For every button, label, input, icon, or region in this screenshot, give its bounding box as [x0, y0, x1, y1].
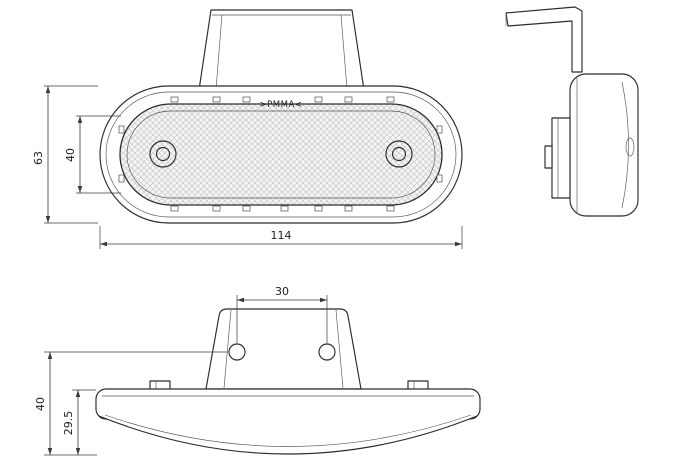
front-lens-area — [119, 103, 443, 206]
rim-clips — [118, 96, 443, 212]
bottom-lens-outline — [98, 415, 478, 455]
bottom-bracket — [205, 308, 362, 390]
side-lens-detail — [625, 137, 635, 157]
front-inner-outline — [105, 91, 457, 218]
dim-bottom-total-height: 40 — [34, 351, 228, 456]
side-body — [569, 73, 639, 217]
front-lens-inner-line — [126, 110, 436, 199]
dim-bottom-body-height: 29.5 — [62, 389, 96, 455]
dim-front-lens-height: 40 — [64, 115, 121, 194]
bottom-view: 30 40 29.5 — [34, 285, 481, 456]
bottom-hole-right — [318, 343, 336, 361]
side-view — [505, 6, 639, 217]
front-screw-left — [149, 140, 177, 168]
dim-front-total-height: 63 — [32, 85, 98, 224]
bottom-hole-left — [228, 343, 246, 361]
dim-bottom-hole-spacing-label: 30 — [275, 285, 289, 298]
dim-bottom-body-height-label: 29.5 — [62, 411, 75, 436]
front-view: >PMMA< 63 40 114 — [32, 9, 463, 249]
dim-front-lens-height-label: 40 — [64, 148, 77, 162]
side-bracket — [505, 6, 583, 73]
bottom-lens-inner-line — [104, 414, 472, 447]
side-lens-curve — [621, 81, 629, 209]
side-flange-stud — [544, 145, 553, 169]
front-screw-right — [385, 140, 413, 168]
dim-front-width: 114 — [99, 226, 463, 249]
dim-bottom-hole-spacing: 30 — [236, 285, 328, 343]
dim-front-total-height-label: 63 — [32, 151, 45, 165]
front-bracket — [198, 9, 365, 91]
side-flange — [551, 117, 571, 199]
bottom-housing — [95, 388, 481, 420]
material-label: >PMMA< — [260, 100, 303, 110]
dim-bottom-total-height-label: 40 — [34, 397, 47, 411]
dim-front-width-label: 114 — [271, 229, 292, 242]
